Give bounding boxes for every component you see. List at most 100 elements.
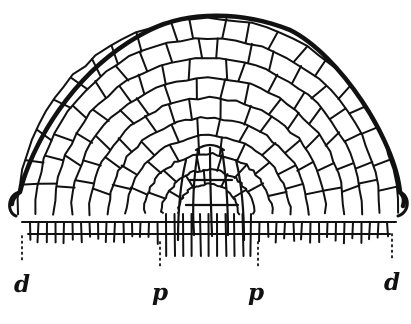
cell-wall [172, 125, 179, 142]
cell-wall [120, 86, 131, 102]
cell-wall [105, 157, 120, 168]
cell-wall [137, 98, 149, 114]
cell-wall [239, 126, 248, 142]
cell-wall [56, 186, 74, 187]
cell-wall [248, 183, 263, 191]
cell-wall [93, 110, 108, 121]
cell-wall [166, 43, 172, 62]
cell-walls [18, 18, 399, 234]
cell-wall [344, 134, 361, 142]
cell-wall [125, 135, 291, 215]
cell-wall [170, 145, 179, 161]
cell-wall [189, 100, 192, 120]
cell-wall [306, 191, 324, 195]
fibre-line [149, 222, 150, 237]
cell-wall [306, 135, 319, 149]
cell-wall [315, 60, 326, 76]
cell-wall [162, 65, 166, 85]
cell-wall [338, 85, 351, 99]
cell-wall [140, 52, 147, 70]
fibre-line [294, 222, 295, 241]
cell-wall [374, 159, 391, 166]
cell-wall [108, 117, 309, 215]
cell-wall [186, 176, 194, 188]
fibre-line [38, 222, 39, 242]
cell-wall [76, 133, 92, 143]
cell-wall [189, 19, 193, 39]
cell-wall [65, 156, 81, 166]
fibre-line [369, 222, 370, 239]
cell-wall [216, 38, 218, 58]
cell-wall [142, 142, 154, 155]
fibre-line [259, 222, 260, 241]
cell-wall [269, 99, 281, 115]
cell-wall [120, 110, 134, 124]
cell-wall [294, 47, 307, 62]
cell-wall [355, 162, 372, 169]
cell-wall [164, 171, 177, 182]
cell-wall [268, 75, 277, 92]
cell-wall [269, 51, 274, 71]
cell-wall [342, 185, 359, 191]
cell-wall [122, 166, 137, 175]
cell-wall [96, 136, 110, 149]
cell-wall [169, 105, 175, 124]
label-right-p: p [248, 279, 264, 306]
cell-wall [220, 79, 225, 99]
cell-wall [246, 23, 250, 43]
cell-wall [199, 38, 203, 58]
cell-wall [226, 59, 227, 79]
cell-wall [292, 66, 301, 83]
cell-wall [238, 63, 245, 82]
cell-wall [93, 189, 110, 195]
cell-wall [245, 84, 249, 104]
fibre-line [250, 214, 251, 256]
cell-wall [145, 116, 156, 132]
fibre-line [243, 214, 244, 256]
cell-wall [119, 138, 132, 152]
cell-wall [171, 22, 177, 41]
cell-wall [244, 106, 251, 125]
label-left-d: d [14, 271, 30, 298]
fibre-line [124, 222, 125, 242]
cell-wall [233, 190, 246, 198]
cell-wall [189, 59, 190, 79]
cell-wall [197, 119, 198, 137]
cell-wall [324, 188, 342, 191]
cell-wall [269, 192, 287, 196]
cell-wall [379, 187, 397, 191]
cell-wall [330, 108, 346, 119]
fibre-line [114, 222, 115, 242]
cell-wall [262, 143, 275, 155]
cell-wall [359, 180, 377, 184]
cell-wall [297, 162, 313, 171]
cell-wall [326, 132, 340, 145]
label-left-p: p [152, 279, 168, 306]
fibre-line [200, 214, 201, 256]
fibre-line [344, 222, 345, 243]
cell-wall [148, 161, 162, 173]
fibre-line [276, 222, 277, 243]
cell-wall [76, 180, 94, 183]
cell-wall [165, 85, 171, 104]
fibre-line [106, 222, 107, 242]
cell-wall [55, 134, 73, 140]
dome-outline [12, 16, 404, 206]
fibre-line [90, 222, 91, 237]
cell-wall [217, 155, 222, 171]
fibre-line [284, 222, 285, 238]
cell-wall [288, 113, 299, 129]
cell-wall [46, 156, 64, 161]
cell-wall [216, 119, 220, 137]
fibre-line [175, 214, 176, 256]
cell-wall [260, 116, 272, 132]
fibre-line [234, 214, 235, 256]
cell-wall [222, 19, 226, 39]
cell-wall [256, 162, 270, 173]
cell-wall [113, 185, 131, 189]
fibre-line [378, 222, 379, 238]
cell-wall [178, 183, 239, 214]
cell-wall [204, 170, 205, 184]
fibre-line [327, 222, 328, 237]
